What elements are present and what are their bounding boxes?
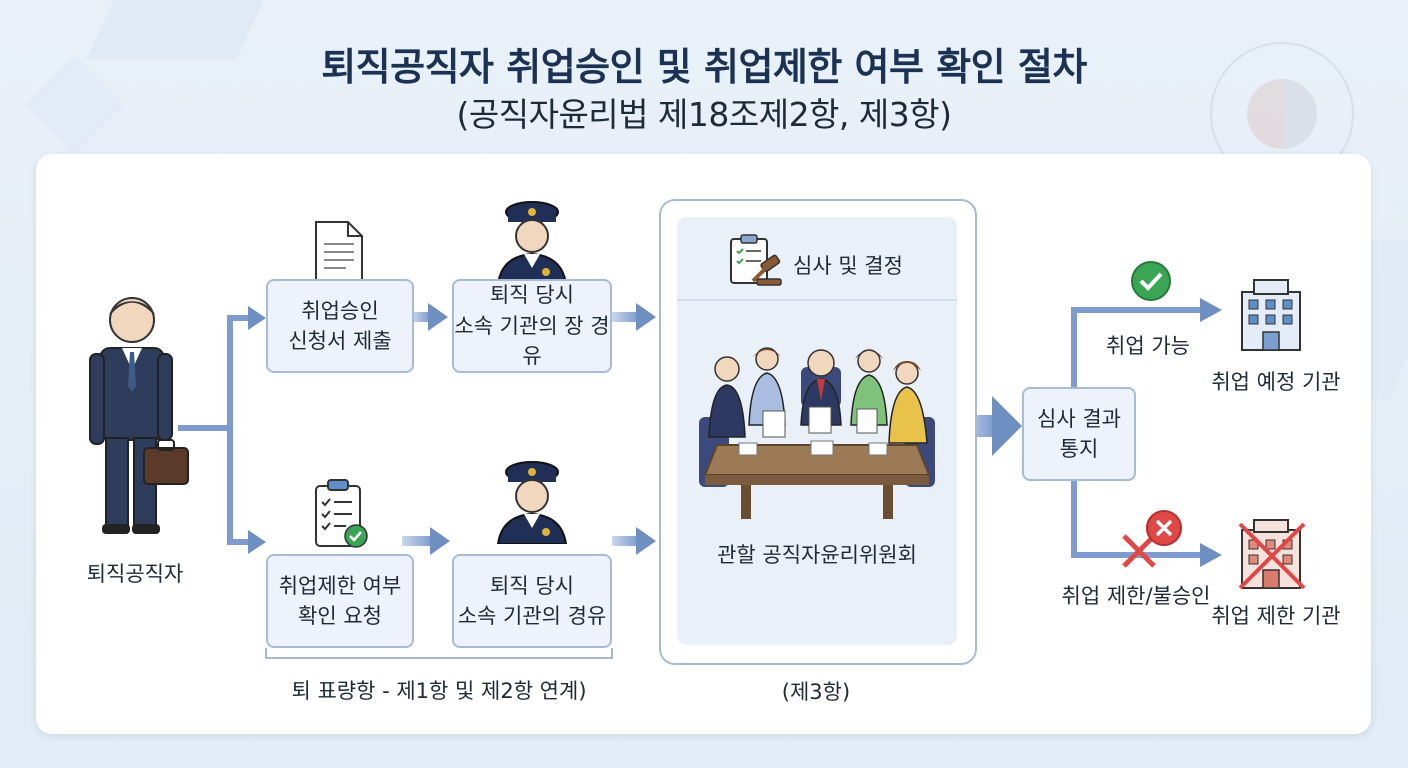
checklist-icon	[315, 479, 368, 548]
step-restriction-check-request: 취업제한 여부 확인 요청	[266, 554, 414, 648]
committee-frame: 심사 및 결정	[659, 199, 977, 665]
step-application-submit: 취업승인 신청서 제출	[266, 279, 414, 373]
page-subtitle: (공직자윤리법 제18조제2항, 제3항)	[456, 95, 952, 134]
deny-org-label: 취업 제한 기관	[1211, 604, 1341, 628]
result-notification: 심사 결과 통지	[1022, 387, 1136, 481]
retired-official-icon	[89, 297, 189, 534]
review-gavel-icon	[730, 234, 782, 286]
government-seal-icon	[1210, 42, 1354, 186]
building-icon	[1241, 279, 1301, 351]
approve-org-label: 취업 예정 기관	[1211, 370, 1341, 394]
officer-icon	[496, 201, 568, 284]
document-icon	[315, 221, 363, 283]
committee-caption: (제3항)	[781, 680, 851, 704]
committee-inner: 심사 및 결정	[677, 217, 957, 645]
approve-label: 취업 가능	[1106, 334, 1190, 358]
page-title: 퇴직공직자 취업승인 및 취업제한 여부 확인 절차	[321, 45, 1087, 89]
deny-x-icon	[1122, 510, 1182, 568]
step-via-agency: 퇴직 당시 소속 기관의 경유	[452, 554, 612, 648]
person-label: 퇴직공직자	[86, 562, 184, 586]
deny-label: 취업 제한/불승인	[1061, 584, 1211, 608]
restricted-building-icon	[1238, 519, 1306, 590]
committee-meeting-illustration	[699, 347, 935, 519]
approve-check-icon	[1131, 261, 1171, 301]
bracket-caption: 퇴 표량항 - 제1항 및 제2항 연계)	[291, 679, 587, 703]
committee-header: 심사 및 결정	[677, 217, 957, 301]
officer-icon	[496, 461, 568, 544]
step-via-agency-head: 퇴직 당시 소속 기관의 장 경유	[452, 279, 612, 373]
committee-header-label: 심사 및 결정	[793, 254, 903, 278]
committee-name: 관할 공직자윤리위원회	[717, 543, 917, 567]
